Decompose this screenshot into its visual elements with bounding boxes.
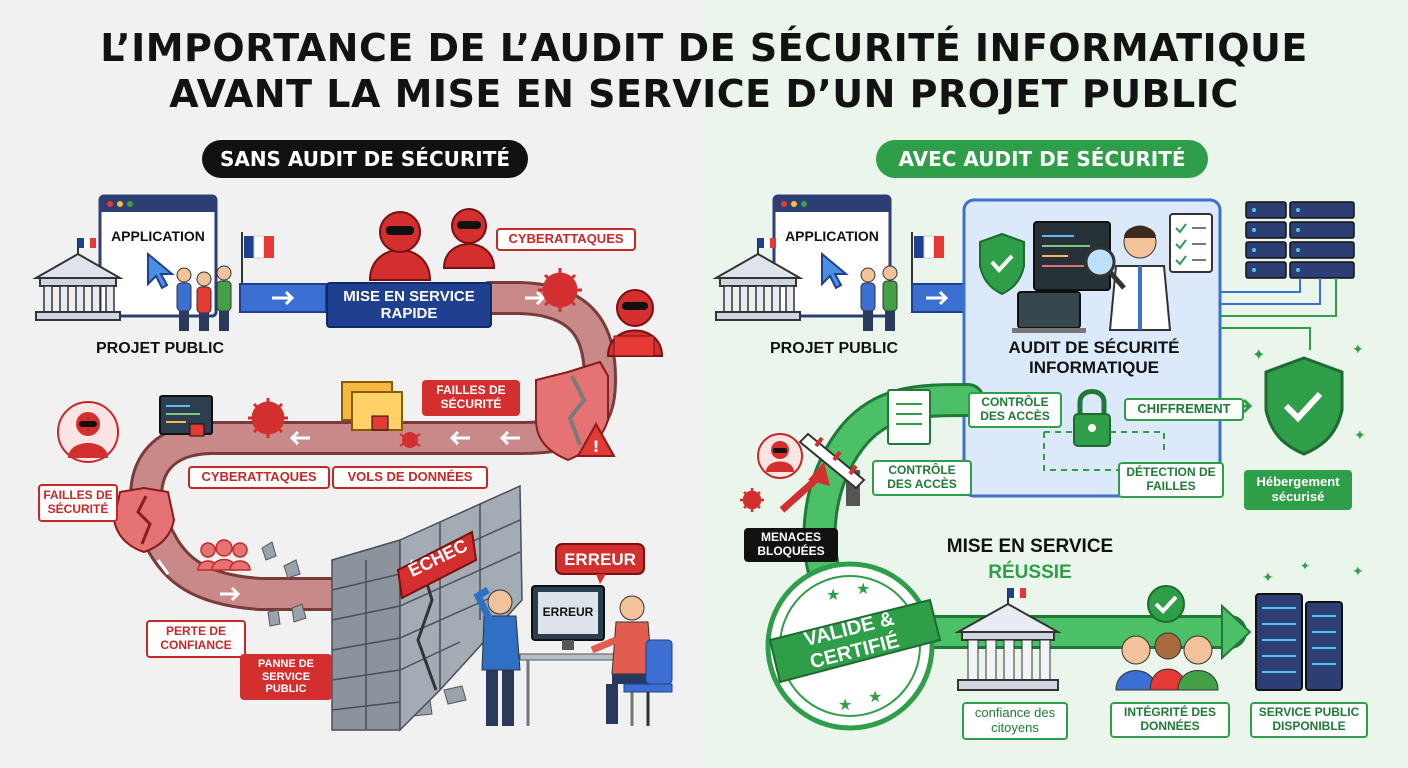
svg-text:✦: ✦ [1354, 428, 1366, 444]
citizens-left [176, 265, 232, 331]
brick-wall [331, 484, 523, 732]
bug-icon [399, 432, 421, 448]
erreur-screen-label: ERREUR [542, 605, 594, 619]
failles-tag-left: FAILLES DE SÉCURITÉ [38, 484, 118, 522]
svg-text:★: ★ [826, 585, 840, 604]
controle-acces-tag-doc: CONTRÔLE DES ACCÈS [872, 460, 972, 496]
folder-icon [341, 381, 403, 431]
hebergement-tag: Hébergement sécurisé [1244, 470, 1352, 510]
auditor-person [1084, 225, 1172, 331]
hacker-top-right [442, 208, 496, 269]
chiffrement-tag: CHIFFREMENT [1124, 398, 1244, 421]
happy-citizens [1115, 632, 1219, 691]
hacker-right [757, 433, 803, 479]
left-header-pill: SANS AUDIT DE SÉCURITÉ [202, 140, 528, 178]
broken-shield-icon-2 [112, 486, 176, 554]
government-building-left [32, 238, 124, 321]
server-rack-top [1245, 201, 1355, 279]
hacker-curve [606, 289, 664, 357]
citizens-right [860, 265, 898, 331]
svg-text:★: ★ [856, 579, 870, 598]
virus-icon-right [740, 488, 764, 512]
document-icon [887, 389, 931, 445]
echec-banner [396, 530, 478, 600]
server-rack-bottom [1255, 593, 1343, 691]
check-circle-icon [1147, 585, 1185, 623]
code-monitor-icon [159, 395, 213, 437]
svg-text:✦: ✦ [1352, 564, 1364, 580]
panne-service-tag: PANNE DE SERVICE PUBLIC [240, 654, 332, 700]
french-flag-right [911, 232, 944, 290]
certification-seal: ★ ★ ★ ★ [765, 561, 942, 731]
failles-tag-mid: FAILLES DE SÉCURITÉ [422, 380, 520, 416]
virus-icon-1 [538, 268, 582, 312]
people-group-icon [197, 539, 251, 571]
checklist-icon [1169, 213, 1213, 273]
svg-text:✦: ✦ [1300, 559, 1310, 573]
detection-failles-tag: DÉTECTION DE FAILLES [1118, 462, 1224, 498]
barrier-icon [798, 432, 866, 506]
government-building-right [712, 238, 804, 321]
mise-en-service-rapide-box: MISE EN SERVICE RAPIDE [326, 282, 492, 328]
french-flag-left [241, 232, 274, 290]
warning-icon: ! [576, 421, 616, 457]
integrite-donnees-tag: INTÉGRITÉ DES DONNÉES [1110, 702, 1230, 738]
right-header-pill: AVEC AUDIT DE SÉCURITÉ [876, 140, 1208, 178]
shield-check-icon-hosting [1264, 356, 1344, 456]
confiance-citoyens-tag: confiance des citoyens [962, 702, 1068, 740]
svg-text:★: ★ [868, 687, 882, 706]
reussie-label: RÉUSSIE [988, 562, 1072, 583]
sparkles: ✦ ✦ ✦ ✦ ✦ ✦ [1252, 342, 1366, 586]
perte-confiance-tag: PERTE DE CONFIANCE [146, 620, 246, 658]
lock-connectors [1043, 431, 1165, 471]
application-label-left: APPLICATION [111, 228, 205, 244]
svg-text:✦: ✦ [1262, 570, 1274, 586]
virus-icon-2 [248, 398, 288, 438]
main-title-line-1: L’IMPORTANCE DE L’AUDIT DE SÉCURITÉ INFO… [100, 26, 1308, 70]
hacker-top-left [368, 211, 432, 281]
projet-public-label-left: PROJET PUBLIC [95, 340, 224, 357]
government-building-bottom [954, 588, 1062, 691]
error-bubble-shape [555, 543, 645, 584]
cyberattaques-tag-mid: CYBERATTAQUES [188, 466, 330, 489]
erreur-bubble-label: ERREUR [564, 550, 636, 569]
cyberattaques-tag-top: CYBERATTAQUES [496, 228, 636, 251]
menaces-bloquees-tag: MENACES BLOQUÉES [744, 528, 838, 562]
application-label-right: APPLICATION [785, 228, 879, 244]
controle-acces-tag-top: CONTRÔLE DES ACCÈS [968, 392, 1062, 428]
seated-person [590, 595, 653, 724]
shield-check-icon-audit [979, 232, 1025, 296]
service-disponible-tag: SERVICE PUBLIC DISPONIBLE [1250, 702, 1368, 738]
svg-text:!: ! [592, 437, 599, 456]
audit-title: AUDIT DE SÉCURITÉ INFORMATIQUE [1008, 338, 1180, 377]
svg-text:★: ★ [838, 695, 852, 714]
svg-text:✦: ✦ [1352, 342, 1364, 358]
blocked-arrow [779, 462, 830, 513]
projet-public-label-right: PROJET PUBLIC [769, 340, 898, 357]
main-title-line-2: AVANT LA MISE EN SERVICE D’UN PROJET PUB… [169, 72, 1239, 116]
mise-en-service-label-right: MISE EN SERVICE [946, 536, 1114, 557]
hacker-left [57, 401, 119, 463]
lock-icon [1073, 389, 1111, 447]
office-chair [623, 639, 673, 726]
frustrated-person [473, 586, 521, 726]
vols-donnees-tag: VOLS DE DONNÉES [332, 466, 488, 489]
svg-text:✦: ✦ [1252, 345, 1265, 364]
network-lines [1220, 278, 1337, 350]
